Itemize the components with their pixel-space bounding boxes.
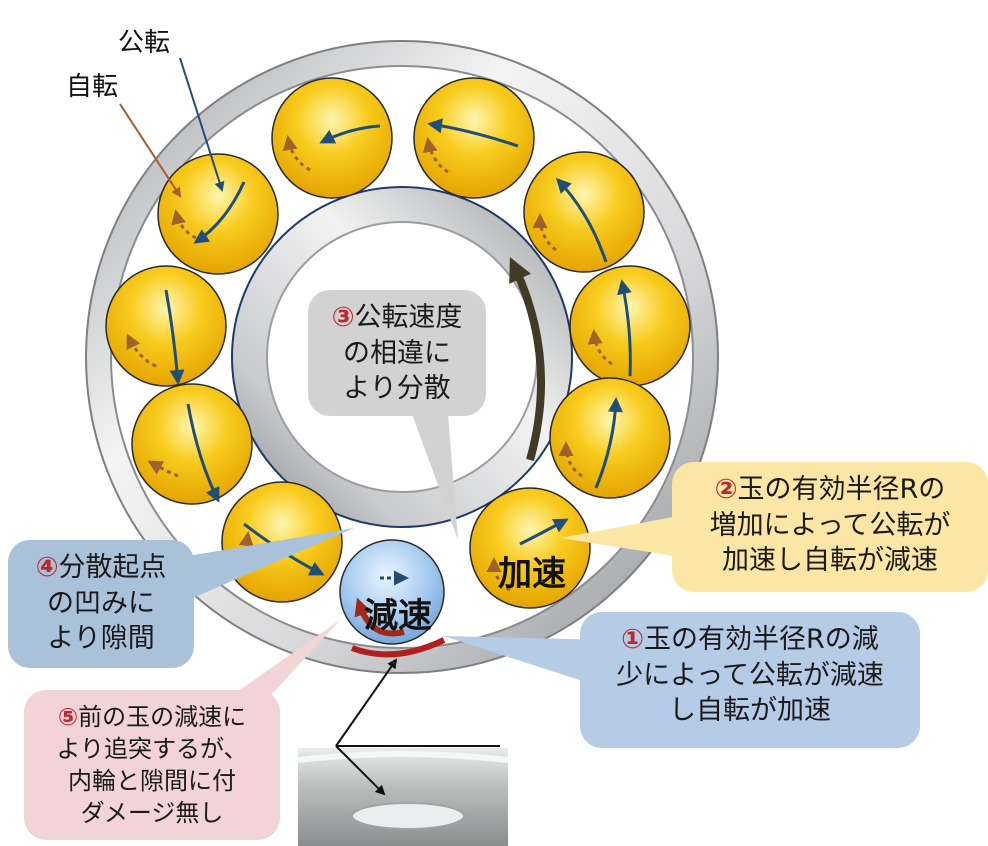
callout-4-tail (188, 528, 354, 600)
callout-line: より追突するが、 (56, 734, 248, 763)
ball-group (105, 77, 691, 609)
callout-line: 加速し自転が減速 (722, 545, 938, 577)
callout-number: ③ (331, 302, 355, 333)
callout-line: ④分散起点 (8, 550, 194, 586)
callout-2-tail (560, 512, 700, 560)
callout-5-tail (234, 620, 340, 694)
callout-3-tail (412, 414, 458, 540)
callout-text: 玉の有効半径Rの (737, 474, 946, 505)
callout-text: 公転速度 (354, 302, 463, 333)
callout-line: ダメージ無し (80, 798, 224, 827)
callout-number: ⑤ (57, 703, 79, 731)
ball (105, 265, 227, 387)
callout-line: ②玉の有効半径Rの (672, 472, 988, 508)
callout-radius-increase: ②玉の有効半径Rの 増加によって公転が 加速し自転が減速 (672, 462, 988, 592)
rotation-label: 自転 (66, 72, 119, 102)
decelerated-ball (339, 539, 445, 645)
callout-line: ①玉の有効半径Rの減 (580, 622, 920, 658)
callout-line: し自転が加速 (669, 695, 831, 727)
ball (469, 487, 591, 609)
contact-arc (350, 637, 446, 658)
callout-dispersion: ③公転速度 の相違に より分散 (308, 290, 486, 416)
callout-line: の相違に (343, 337, 451, 369)
photo-pointer-up-arrow (335, 658, 398, 747)
revolution-leader-arrow (179, 57, 225, 192)
revolution-label: 公転 (118, 28, 171, 58)
callout-text: 前の玉の減速に (78, 703, 247, 731)
callout-collision: ⑤前の玉の減速に より追突するが、 内輪と隙間に付 ダメージ無し (24, 690, 280, 840)
photo-pointer-down-arrow (335, 745, 386, 796)
callout-line: 少によって公転が減速 (616, 659, 884, 691)
ball (569, 265, 691, 387)
callout-number: ① (621, 624, 645, 655)
ball (549, 377, 671, 499)
callout-dent-gap: ④分散起点 の凹みに より隙間 (8, 540, 194, 668)
callout-text: 分散起点 (58, 552, 167, 583)
callout-line: より隙間 (47, 623, 155, 655)
ball (131, 383, 253, 505)
callout-line: より分散 (343, 373, 451, 405)
ball (413, 77, 535, 199)
decelerate-label: 減速 (364, 596, 432, 636)
callout-number: ④ (35, 552, 59, 583)
callout-line: 内輪と隙間に付 (68, 766, 236, 795)
ball (271, 77, 393, 199)
callout-line: ③公転速度 (308, 300, 486, 336)
ball (523, 151, 645, 273)
inner-revolution-arrow (509, 257, 546, 462)
callout-radius-decrease: ①玉の有効半径Rの減 少によって公転が減速 し自転が加速 (580, 612, 920, 748)
callout-line: の凹みに (47, 587, 155, 619)
dent-photo (297, 745, 509, 846)
rotation-leader-arrow (119, 103, 182, 198)
callout-1-tail (444, 636, 610, 690)
callout-line: ⑤前の玉の減速に (24, 702, 280, 734)
accelerate-label: 加速 (498, 554, 566, 594)
callout-text: 玉の有効半径Rの減 (644, 624, 879, 655)
callout-line: 増加によって公転が (709, 509, 951, 541)
callout-number: ② (714, 474, 738, 505)
ball (157, 153, 279, 275)
